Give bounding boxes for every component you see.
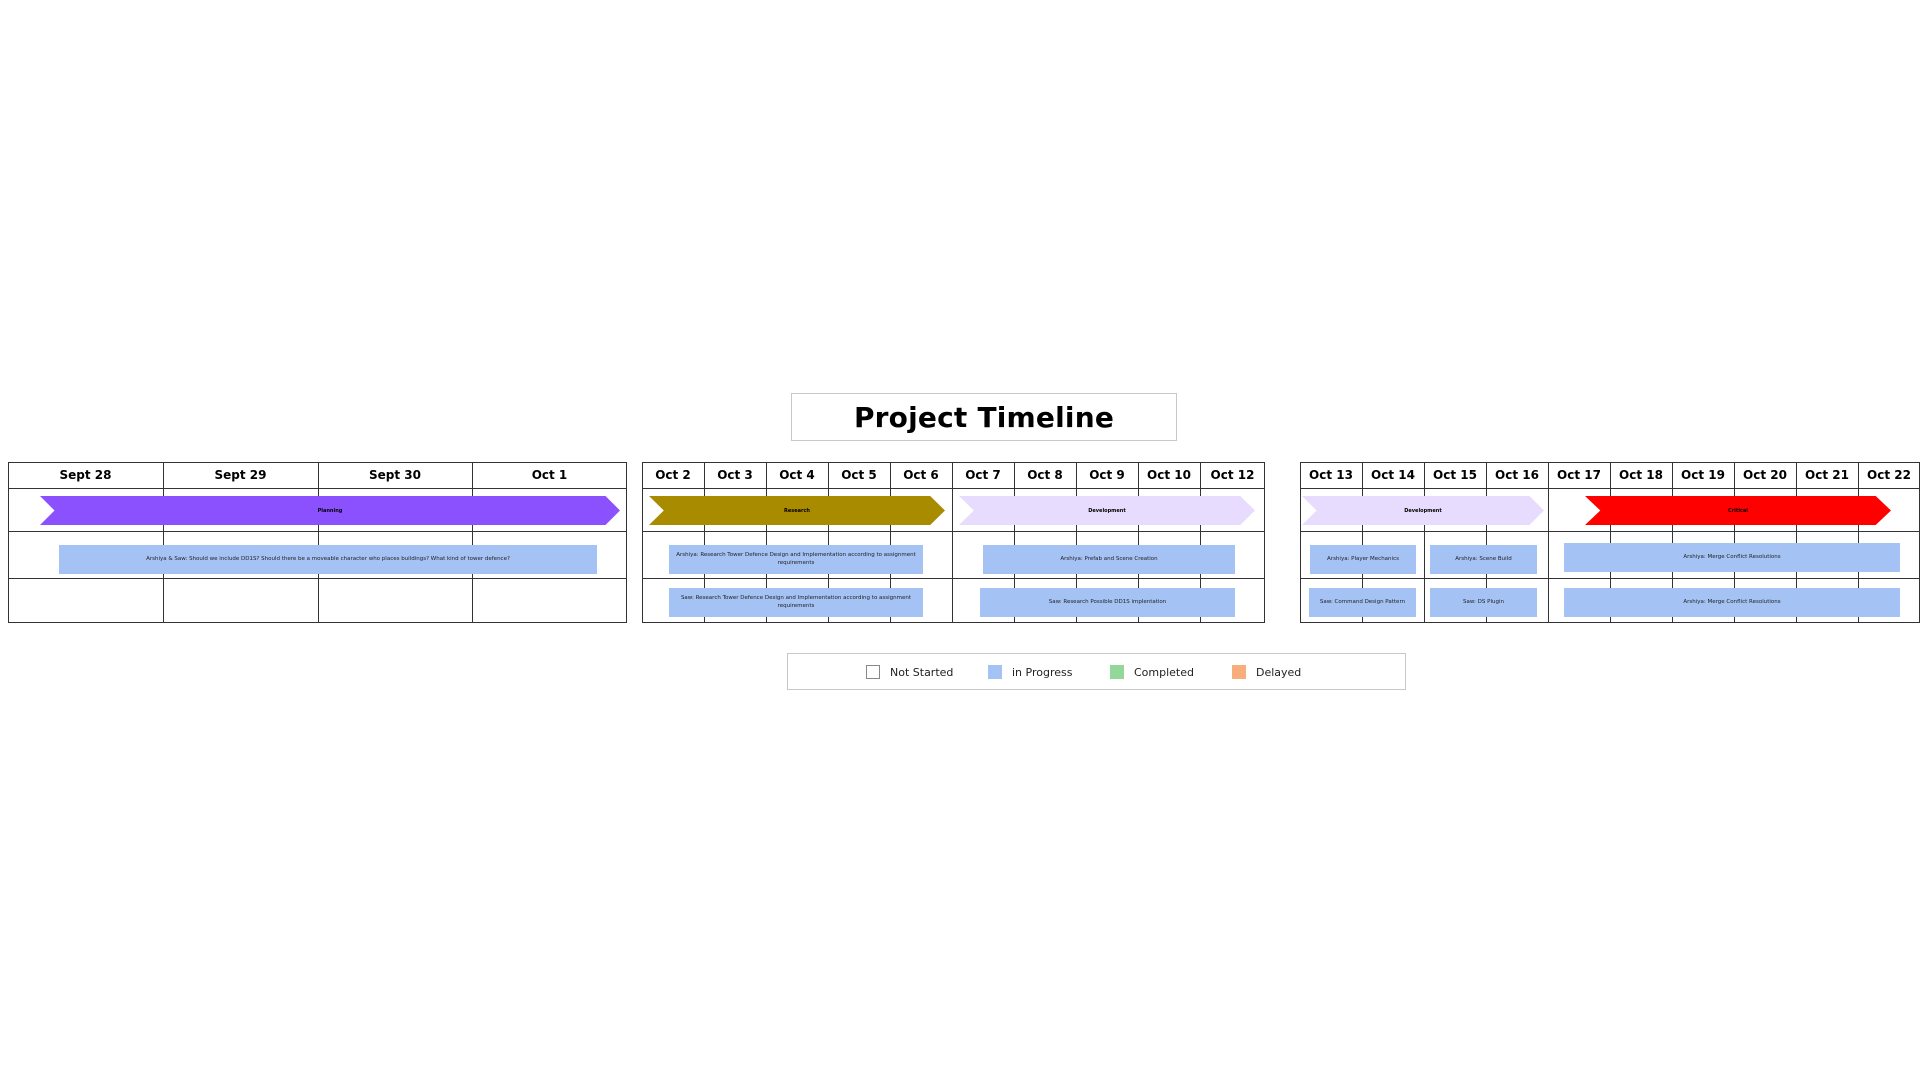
day-header: Oct 1	[531, 468, 568, 482]
day-header: Oct 8	[1027, 468, 1063, 482]
day-header: Oct 7	[965, 468, 1001, 482]
day-header: Sept 29	[214, 468, 267, 482]
legend-label: Not Started	[890, 665, 954, 679]
divider	[890, 462, 891, 623]
divider	[1734, 462, 1735, 623]
day-header: Oct 20	[1743, 468, 1787, 482]
day-header: Oct 6	[903, 468, 939, 482]
legend-item-in-progress: in Progress	[988, 665, 1072, 679]
task-bar: Arshiya: Scene Build	[1430, 545, 1537, 574]
divider	[1200, 462, 1201, 623]
task-bar: Arshiya: Research Tower Defence Design a…	[669, 545, 923, 574]
divider	[1076, 462, 1077, 623]
divider	[766, 462, 767, 623]
legend-label: Completed	[1134, 665, 1194, 679]
task-bar: Saw: DS Plugin	[1430, 588, 1537, 617]
divider	[1486, 462, 1487, 623]
day-header: Oct 9	[1089, 468, 1125, 482]
task-bar: Arshiya: Prefab and Scene Creation	[983, 545, 1235, 574]
legend-item-completed: Completed	[1110, 665, 1194, 679]
day-header: Sept 30	[369, 468, 421, 482]
legend-item-delayed: Delayed	[1232, 665, 1301, 679]
day-header: Oct 16	[1495, 468, 1539, 482]
task-bar: Arshiya: Merge Conflict Resolutions	[1564, 588, 1900, 617]
swatch-in-progress	[988, 665, 1002, 679]
divider	[1610, 462, 1611, 623]
task-bar: Saw: Research Possible DD1S implentation	[980, 588, 1235, 617]
divider	[642, 578, 1265, 579]
day-header: Oct 18	[1619, 468, 1663, 482]
task-bar: Saw: Research Tower Defence Design and I…	[669, 588, 923, 617]
legend-item-not-started: Not Started	[866, 665, 953, 679]
day-header: Oct 14	[1371, 468, 1415, 482]
divider	[1014, 462, 1015, 623]
divider	[1138, 462, 1139, 623]
day-header: Oct 17	[1557, 468, 1601, 482]
divider	[1858, 462, 1859, 623]
task-bar: Saw: Command Design Pattern	[1309, 588, 1416, 617]
phase-arrow-planning: Planning	[40, 496, 620, 525]
legend-label: in Progress	[1012, 665, 1073, 679]
phase-arrow-development: Development	[959, 496, 1255, 525]
day-header: Oct 3	[717, 468, 753, 482]
task-bar: Arshiya: Merge Conflict Resolutions	[1564, 543, 1900, 572]
task-bar: Arshiya & Saw: Should we include DD1S? S…	[59, 545, 597, 574]
page-title: Project Timeline	[791, 393, 1177, 441]
divider	[8, 531, 627, 532]
day-header: Oct 19	[1681, 468, 1725, 482]
divider	[1796, 462, 1797, 623]
divider	[318, 462, 319, 623]
day-header: Oct 15	[1433, 468, 1477, 482]
phase-arrow-critical: Critical	[1585, 496, 1891, 525]
swatch-delayed	[1232, 665, 1246, 679]
day-header: Oct 10	[1147, 468, 1191, 482]
day-header: Oct 4	[779, 468, 815, 482]
divider	[704, 462, 705, 623]
divider	[1672, 462, 1673, 623]
status-legend: Not Started in Progress Completed Delaye…	[787, 653, 1406, 690]
swatch-completed	[1110, 665, 1124, 679]
divider	[952, 462, 953, 623]
day-header: Oct 2	[655, 468, 691, 482]
divider	[1548, 462, 1549, 623]
divider	[1424, 462, 1425, 623]
divider	[8, 578, 627, 579]
divider	[828, 462, 829, 623]
day-header: Oct 13	[1309, 468, 1353, 482]
divider	[642, 488, 1265, 489]
divider	[642, 531, 1265, 532]
day-header: Oct 5	[841, 468, 877, 482]
divider	[472, 462, 473, 623]
day-header: Oct 22	[1867, 468, 1911, 482]
divider	[163, 462, 164, 623]
phase-arrow-development: Development	[1302, 496, 1544, 525]
swatch-not-started	[866, 665, 880, 679]
phase-arrow-research: Research	[649, 496, 945, 525]
day-header: Oct 12	[1210, 468, 1255, 482]
divider	[1362, 462, 1363, 623]
day-header: Oct 21	[1805, 468, 1849, 482]
task-bar: Arshiya: Player Mechanics	[1310, 545, 1416, 574]
legend-label: Delayed	[1256, 665, 1302, 679]
divider	[8, 488, 627, 489]
day-header: Sept 28	[59, 468, 112, 482]
